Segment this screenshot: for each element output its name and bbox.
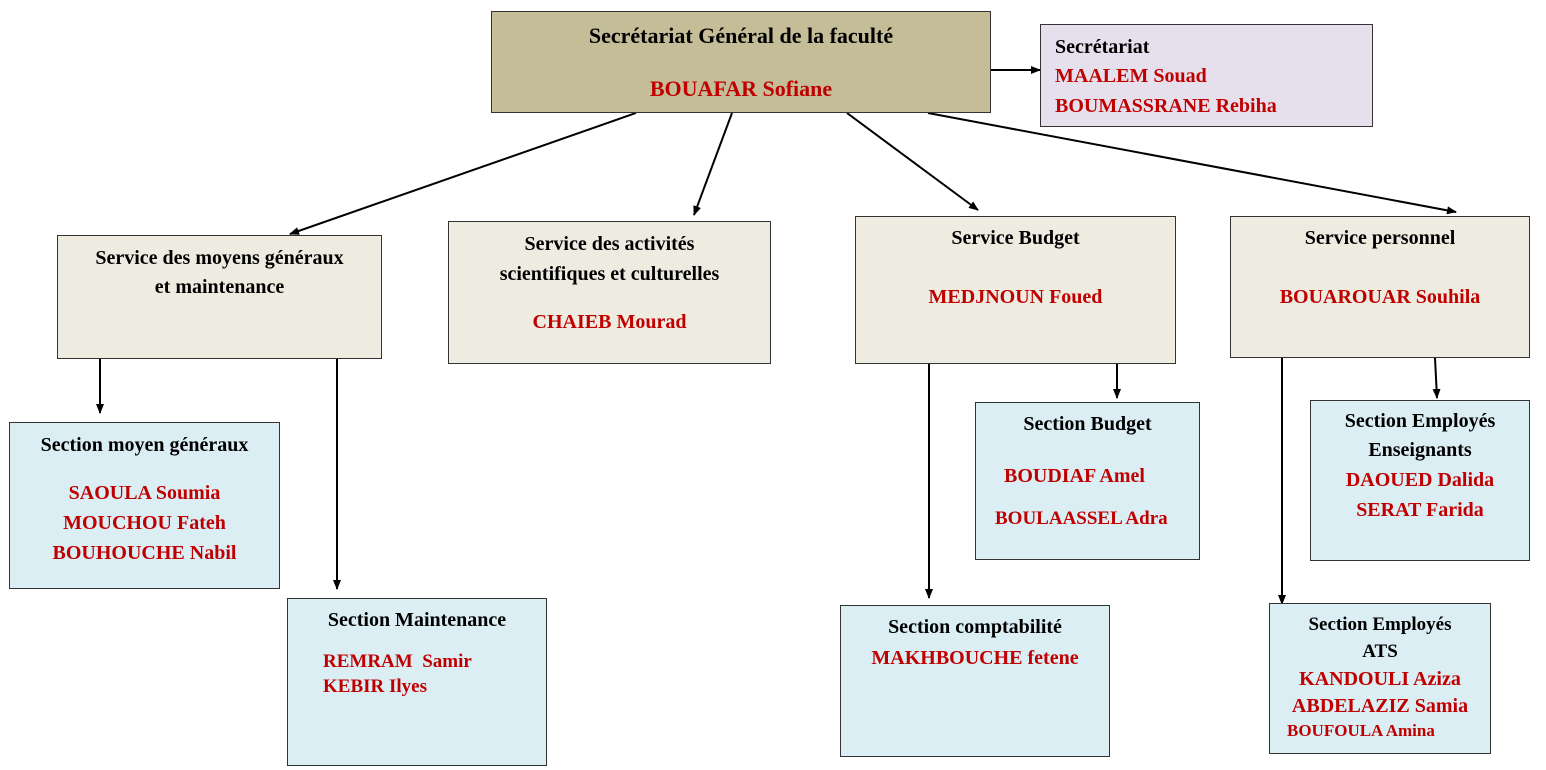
section-maintenance-name-1: REMRAM Samir xyxy=(323,651,472,672)
secretariat-box: Secrétariat MAALEM Souad BOUMASSRANE Reb… xyxy=(1040,24,1373,127)
service-activites-title-line1: Service des activités xyxy=(524,233,695,255)
section-budget-name-2: BOULAASSEL Adra xyxy=(995,508,1168,529)
service-moyens-box: Service des moyens généraux et maintenan… xyxy=(57,235,382,359)
section-moyen-generaux-box: Section moyen généraux SAOULA Soumia MOU… xyxy=(9,422,280,589)
secretariat-general-box: Secrétariat Général de la faculté BOUAFA… xyxy=(491,11,991,113)
section-enseignants-name-1: DAOUED Dalida xyxy=(1345,469,1495,491)
service-activites-title-line2: scientifiques et culturelles xyxy=(499,263,720,285)
service-personnel-name: BOUAROUAR Souhila xyxy=(1279,286,1481,308)
section-ats-name-3: BOUFOULA Amina xyxy=(1287,721,1435,740)
section-ats-title-line1: Section Employés xyxy=(1308,614,1452,635)
service-budget-name: MEDJNOUN Foued xyxy=(928,286,1103,308)
section-maintenance-name-2: KEBIR Ilyes xyxy=(323,676,427,697)
section-enseignants-box: Section Employés Enseignants DAOUED Dali… xyxy=(1310,400,1530,561)
arrow-to-personnel xyxy=(927,112,1457,215)
section-enseignants-title-line2: Enseignants xyxy=(1368,439,1472,461)
service-budget-title: Service Budget xyxy=(951,227,1080,249)
service-moyens-title-line2: et maintenance xyxy=(154,276,285,298)
service-budget-box: Service Budget MEDJNOUN Foued xyxy=(855,216,1176,364)
section-enseignants-name-2: SERAT Farida xyxy=(1356,499,1484,521)
arrow-to-section-enseignants xyxy=(1432,357,1441,399)
secretariat-name-1: MAALEM Souad xyxy=(1055,65,1207,87)
section-ats-title-line2: ATS xyxy=(1362,641,1398,662)
section-enseignants-title-line1: Section Employés xyxy=(1344,410,1496,432)
service-personnel-title: Service personnel xyxy=(1304,227,1456,249)
service-activites-name: CHAIEB Mourad xyxy=(532,311,687,333)
section-moyen-generaux-title: Section moyen généraux xyxy=(40,434,249,456)
section-ats-name-2: ABDELAZIZ Samia xyxy=(1291,695,1469,717)
section-budget-box: Section Budget BOUDIAF Amel BOULAASSEL A… xyxy=(975,402,1200,560)
arrow-to-activites xyxy=(693,112,733,216)
secretariat-title: Secrétariat xyxy=(1055,36,1150,58)
section-comptabilite-title: Section comptabilité xyxy=(888,616,1062,638)
arrow-to-moyens xyxy=(289,112,637,235)
section-moyen-generaux-name-2: MOUCHOU Fateh xyxy=(63,512,226,534)
section-moyen-generaux-name-3: BOUHOUCHE Nabil xyxy=(52,542,237,564)
secretariat-name-2: BOUMASSRANE Rebiha xyxy=(1055,95,1277,117)
section-maintenance-box: Section Maintenance REMRAM Samir KEBIR I… xyxy=(287,598,547,766)
section-comptabilite-name-1: MAKHBOUCHE fetene xyxy=(871,647,1079,669)
secretariat-general-name: BOUAFAR Sofiane xyxy=(649,76,833,101)
section-ats-box: Section Employés ATS KANDOULI Aziza ABDE… xyxy=(1269,603,1491,754)
service-activites-box: Service des activités scientifiques et c… xyxy=(448,221,771,364)
service-personnel-box: Service personnel BOUAROUAR Souhila xyxy=(1230,216,1530,358)
arrow-to-budget xyxy=(846,112,979,211)
service-moyens-title-line1: Service des moyens généraux xyxy=(95,247,344,269)
section-maintenance-title: Section Maintenance xyxy=(327,609,507,631)
section-budget-name-1: BOUDIAF Amel xyxy=(1004,465,1145,487)
secretariat-general-title: Secrétariat Général de la faculté xyxy=(588,23,894,48)
section-ats-name-1: KANDOULI Aziza xyxy=(1299,668,1461,690)
section-moyen-generaux-name-1: SAOULA Soumia xyxy=(68,482,221,504)
section-budget-title: Section Budget xyxy=(1023,413,1152,435)
section-comptabilite-box: Section comptabilité MAKHBOUCHE fetene xyxy=(840,605,1110,757)
